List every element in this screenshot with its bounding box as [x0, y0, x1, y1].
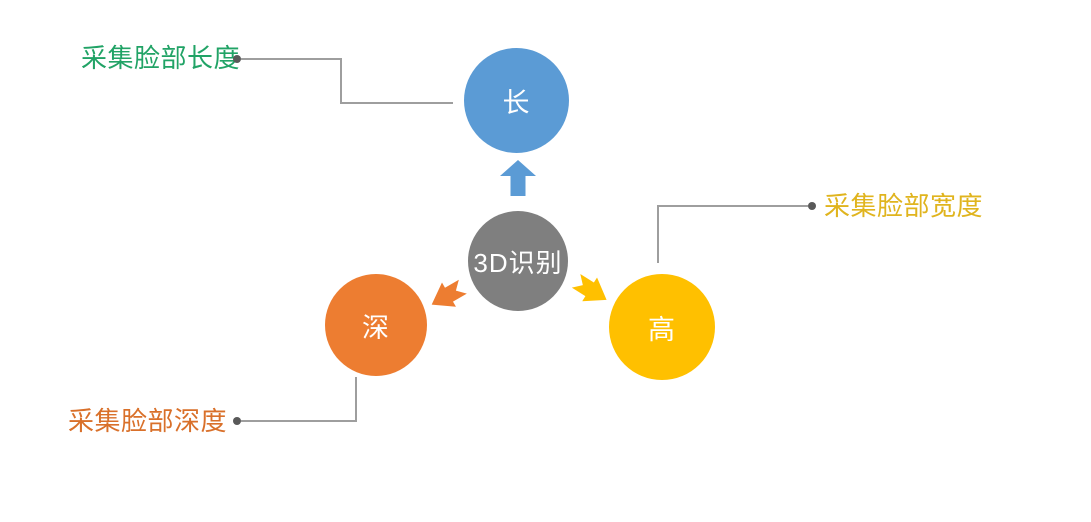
- node-center-label: 3D识别: [473, 247, 563, 278]
- down-right-arrow-icon: [566, 269, 614, 316]
- node-depth-circle: 深: [325, 274, 427, 376]
- node-height-circle: 高: [609, 274, 715, 380]
- node-depth-label: 深: [362, 312, 390, 343]
- annotation-face-depth: 采集脸部深度: [68, 406, 228, 436]
- annotation-face-width: 采集脸部宽度: [824, 191, 984, 221]
- connector-line-length-v: [340, 58, 342, 104]
- connector-line-length-h1: [241, 58, 342, 60]
- node-center-circle: 3D识别: [468, 211, 568, 311]
- down-left-arrow-icon: [422, 270, 470, 317]
- annotation-face-length: 采集脸部长度: [81, 43, 241, 73]
- connector-line-width-v: [657, 205, 659, 263]
- node-length-circle: 长: [464, 48, 569, 153]
- connector-dot-width: [808, 202, 816, 210]
- connector-line-depth-v: [355, 377, 357, 422]
- connector-line-width-h: [658, 205, 808, 207]
- connector-line-depth-h: [241, 420, 356, 422]
- node-length-label: 长: [502, 88, 531, 118]
- connector-line-length-h2: [340, 102, 453, 104]
- up-arrow-icon: [500, 160, 536, 201]
- node-height-label: 高: [648, 314, 676, 345]
- connector-dot-depth: [233, 417, 241, 425]
- connector-dot-length: [233, 55, 241, 63]
